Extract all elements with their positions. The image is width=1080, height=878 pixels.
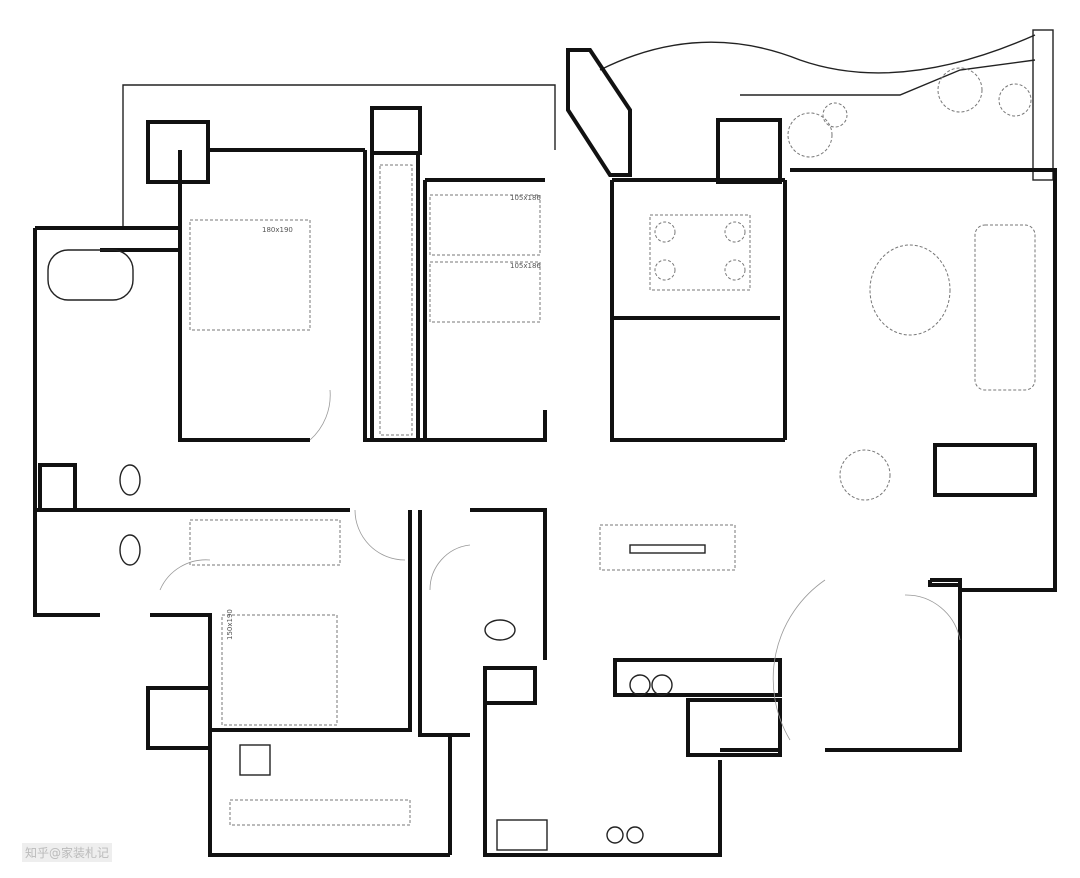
- furniture: [47, 164, 1036, 851]
- master-bed: [189, 219, 311, 331]
- study-table: [649, 214, 751, 291]
- sofa: [974, 224, 1036, 391]
- storage: [229, 799, 411, 826]
- bathtub: [47, 249, 134, 301]
- bed-label: 150x190: [226, 609, 234, 640]
- balcony-outline: [122, 29, 1054, 230]
- second-bed: [221, 614, 338, 726]
- bunk-bed-top: [429, 194, 541, 256]
- washer: [239, 744, 271, 776]
- bed-label: 105x186: [510, 194, 541, 202]
- bed-label: 180x190: [262, 226, 293, 234]
- walls: [33, 48, 1057, 857]
- coffee-table: [869, 244, 951, 336]
- round-rug: [839, 449, 891, 501]
- watermark: 知乎@家装札记: [22, 843, 113, 862]
- garden-plants: [787, 67, 1032, 158]
- wardrobe: [379, 164, 413, 436]
- bunk-bed-bottom: [429, 261, 541, 323]
- bed-label: 105x186: [510, 262, 541, 270]
- toilet: [119, 464, 141, 496]
- wardrobe-2: [189, 519, 341, 566]
- dining-table: [599, 524, 736, 571]
